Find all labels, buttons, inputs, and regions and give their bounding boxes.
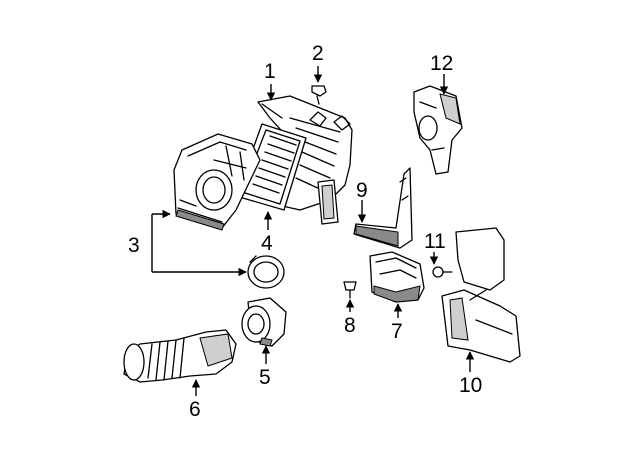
intake-duct-part — [123, 329, 237, 383]
callout-11: 11 — [424, 230, 446, 253]
screw-part — [432, 266, 453, 278]
resonator-part — [369, 251, 425, 303]
callout-4: 4 — [261, 232, 273, 255]
duct-panel-part — [353, 167, 413, 249]
push-pin-part — [343, 281, 357, 299]
callout-1: 1 — [264, 60, 276, 83]
leader-lines — [151, 66, 475, 396]
callout-9: 9 — [356, 179, 368, 202]
callout-2: 2 — [312, 42, 324, 65]
callout-5: 5 — [259, 366, 271, 389]
shield-part — [441, 227, 521, 363]
clamp-part — [247, 255, 285, 289]
callout-10: 10 — [459, 374, 483, 397]
callout-6: 6 — [189, 398, 201, 421]
callout-3: 3 — [128, 234, 140, 257]
callout-12: 12 — [430, 52, 454, 75]
callout-8: 8 — [344, 314, 356, 337]
callout-7: 7 — [391, 320, 403, 343]
air-cleaner-cover-part — [173, 133, 261, 231]
bolt-part — [311, 85, 327, 105]
mass-airflow-sensor-part — [241, 297, 287, 347]
bracket-part — [413, 85, 463, 175]
